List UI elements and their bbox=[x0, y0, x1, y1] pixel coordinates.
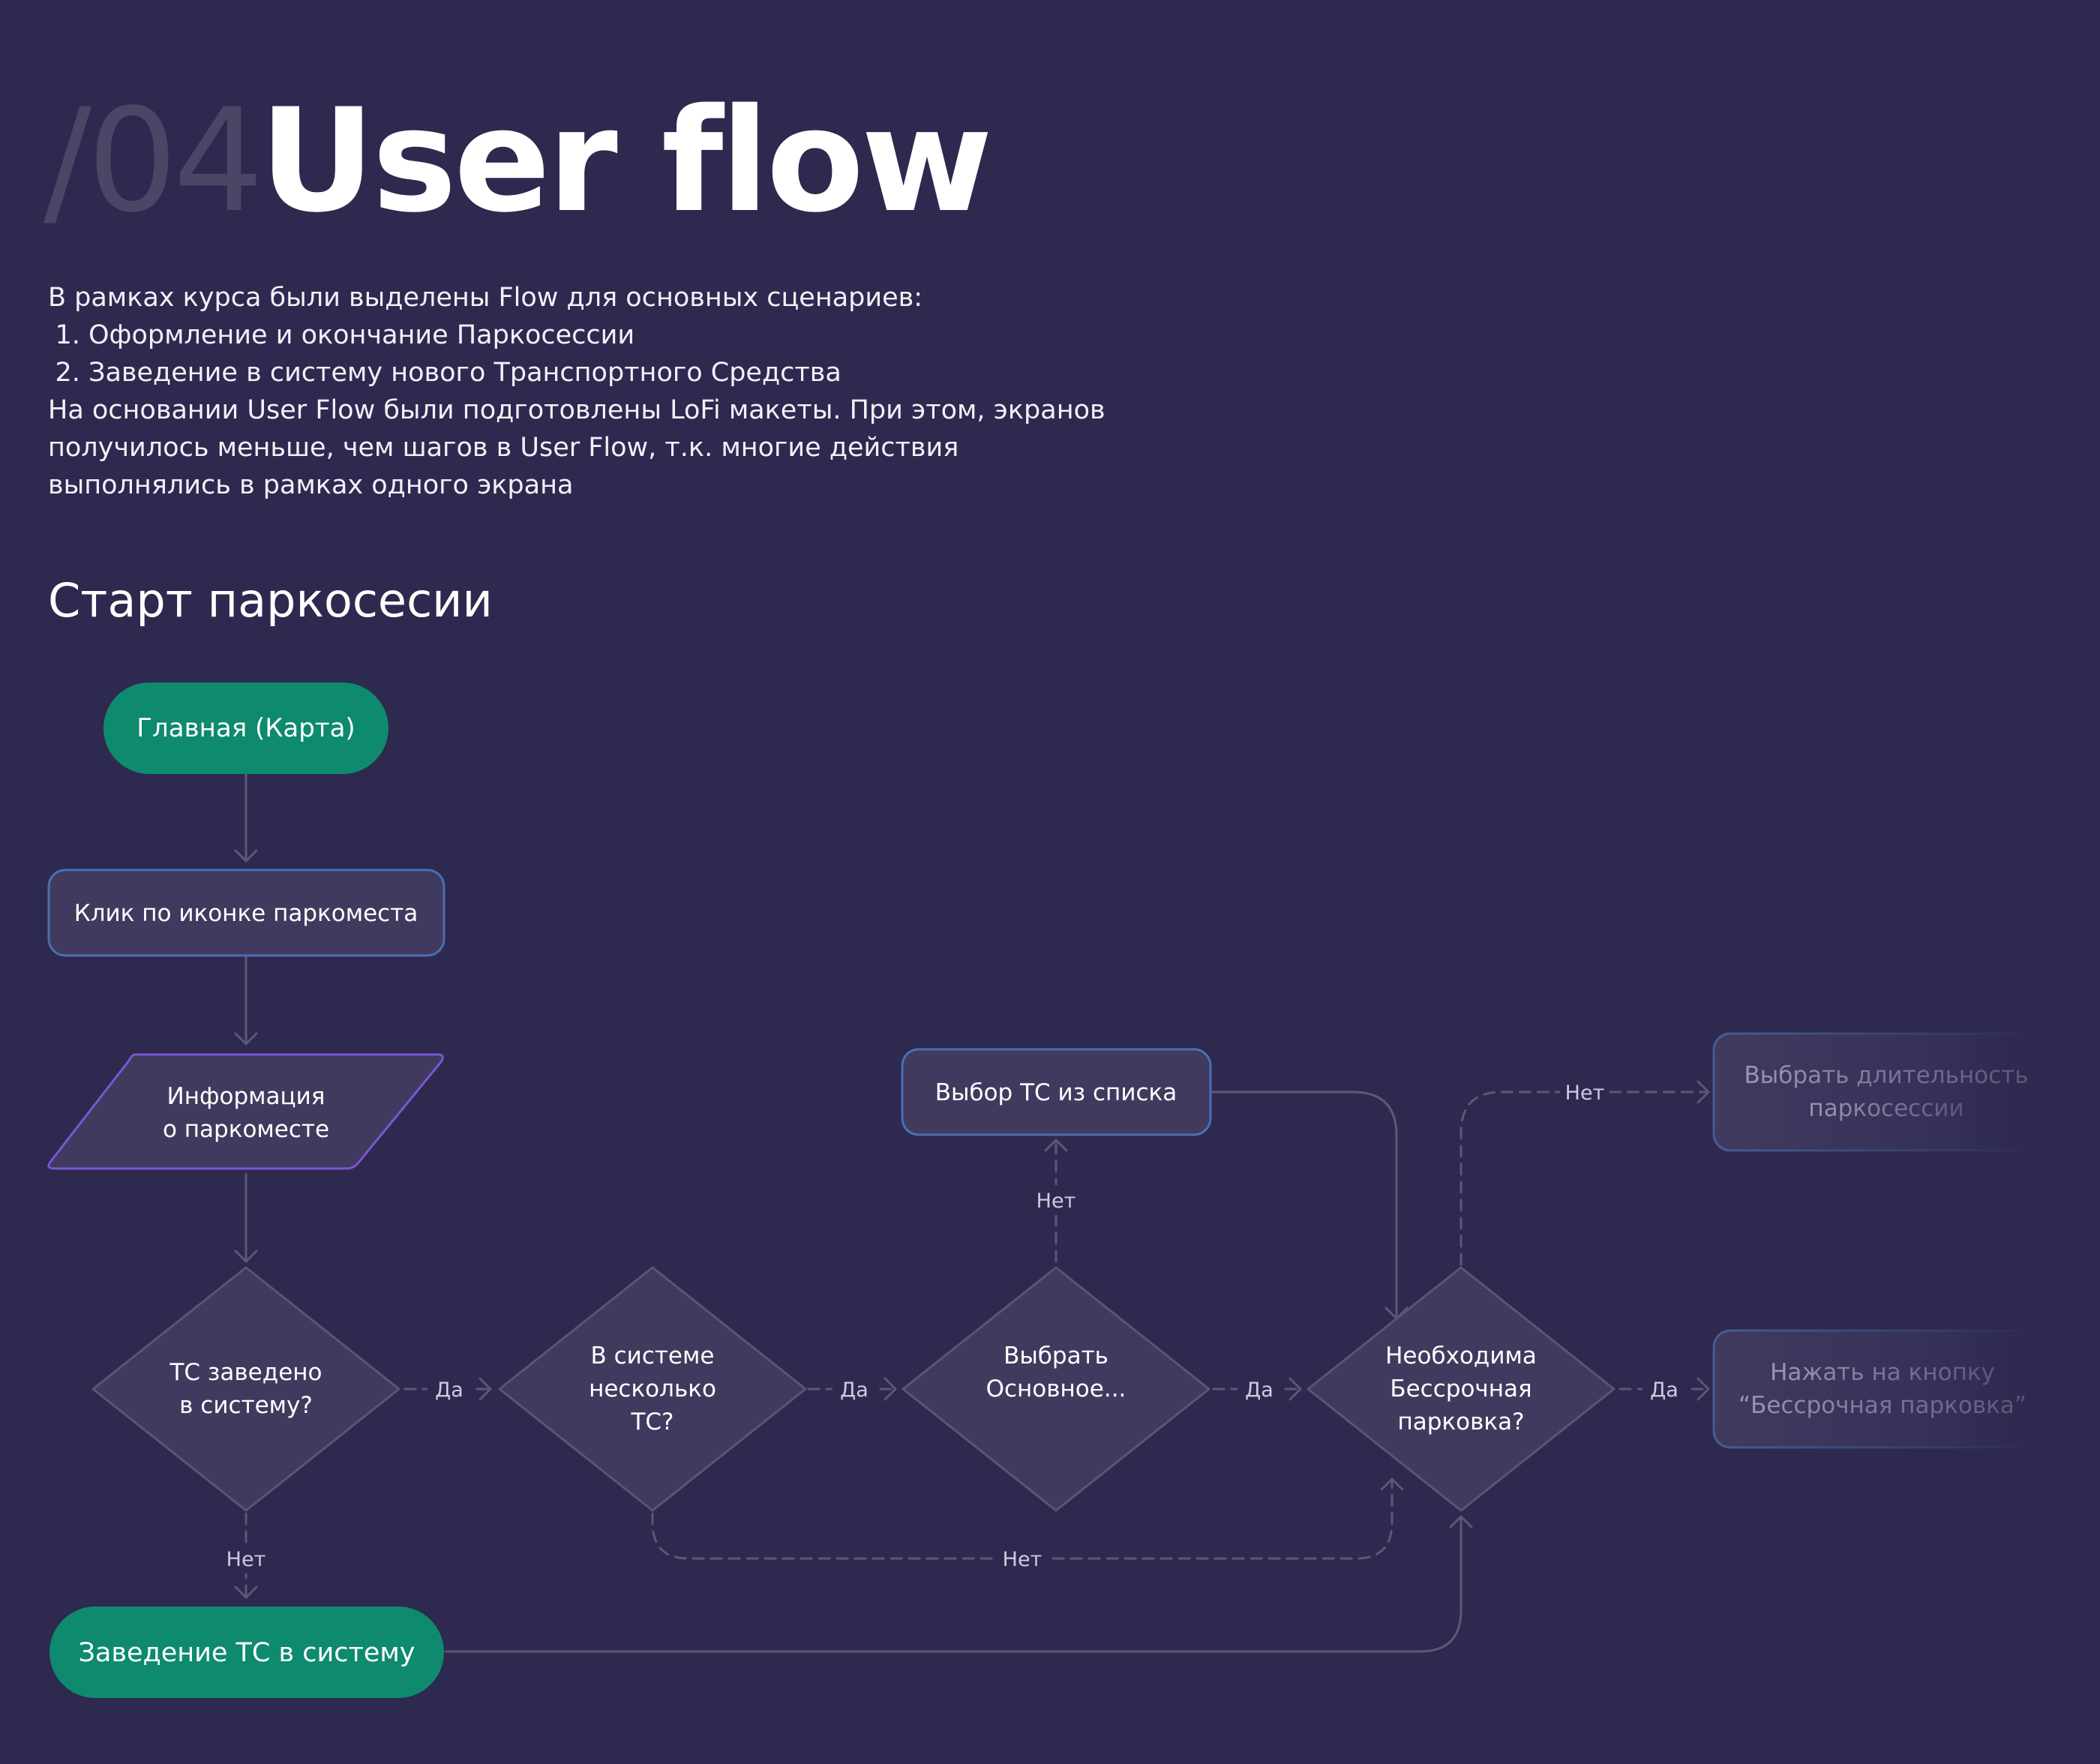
node-click-icon: Клик по иконке паркоместа bbox=[47, 868, 446, 957]
arrow-head bbox=[884, 1377, 897, 1401]
section-number: /04 bbox=[44, 78, 264, 244]
node-choose-main: Выбрать Основное... bbox=[902, 1266, 1210, 1512]
edge-label-no: Нет bbox=[1565, 1082, 1605, 1105]
arrow-head bbox=[1288, 1377, 1302, 1401]
node-choose-from-list: Выбор ТС из списка bbox=[901, 1048, 1212, 1136]
arrow-head bbox=[1044, 1138, 1068, 1152]
node-label: Главная (Карта) bbox=[136, 713, 355, 743]
intro-line: получилось меньше, чем шагов в User Flow… bbox=[48, 433, 959, 463]
edge-label-yes: Да bbox=[1650, 1378, 1678, 1402]
edge-label-no: Нет bbox=[1036, 1190, 1076, 1213]
node-label: “Бессрочная парковка” bbox=[1738, 1392, 2026, 1419]
edge-label-yes: Да bbox=[435, 1378, 464, 1402]
node-label: Бессрочная bbox=[1390, 1376, 1532, 1402]
edge-unlimited-no bbox=[1460, 1090, 1710, 1266]
page-title: User flow bbox=[259, 78, 993, 244]
scenario-item: Оформление и окончание Паркосессии bbox=[88, 316, 1173, 354]
node-label: несколько bbox=[589, 1376, 716, 1402]
node-parking-info: Информация о паркоместе bbox=[47, 1053, 444, 1170]
arrow-head bbox=[478, 1377, 492, 1401]
edge-label-yes: Да bbox=[1245, 1378, 1274, 1402]
scenario-item: Заведение в систему нового Транспортного… bbox=[88, 354, 1173, 392]
intro-lead: В рамках курса были выделены Flow для ос… bbox=[48, 283, 923, 313]
node-choose-duration: Выбрать длительность паркосессии bbox=[1712, 1032, 2049, 1152]
arrow-head bbox=[234, 1032, 258, 1046]
node-label: о паркоместе bbox=[163, 1116, 329, 1143]
edge-list-to-unlimited bbox=[1210, 1090, 1398, 1320]
page-heading: /04User flow bbox=[44, 90, 993, 232]
node-label: Информация bbox=[167, 1083, 326, 1110]
node-vehicle-registered: ТС заведено в систему? bbox=[92, 1266, 400, 1512]
intro-line: На основании User Flow были подготовлены… bbox=[48, 395, 1106, 425]
flow-title: Старт паркосесии bbox=[48, 573, 493, 628]
node-label: Выбрать длительность bbox=[1744, 1062, 2029, 1089]
node-main-map: Главная (Карта) bbox=[104, 682, 388, 774]
arrow-head bbox=[234, 1250, 258, 1263]
node-label: ТС заведено bbox=[170, 1359, 322, 1386]
edge-label-no: Нет bbox=[1003, 1548, 1042, 1571]
arrow-head bbox=[234, 1586, 258, 1599]
edge-register-to-unlimited bbox=[444, 1515, 1462, 1653]
node-need-unlimited: Необходима Бессрочная парковка? bbox=[1306, 1266, 1616, 1512]
node-label: Клик по иконке паркоместа bbox=[74, 900, 418, 927]
node-label: В системе bbox=[591, 1342, 715, 1370]
intro-line: выполнялись в рамках одного экрана bbox=[48, 470, 574, 500]
edge-label-no: Нет bbox=[226, 1548, 266, 1571]
arrow-head bbox=[1696, 1377, 1710, 1401]
node-label: парковка? bbox=[1397, 1408, 1524, 1436]
scenario-list: Оформление и окончание Паркосессии Завед… bbox=[48, 316, 1173, 392]
node-label: Необходима bbox=[1385, 1342, 1537, 1370]
intro-text: В рамках курса были выделены Flow для ос… bbox=[48, 279, 1173, 504]
node-label: Выбор ТС из списка bbox=[935, 1079, 1178, 1106]
node-label: Выбрать bbox=[1004, 1342, 1108, 1370]
arrow-head bbox=[1696, 1080, 1710, 1104]
arrow-head bbox=[1380, 1478, 1404, 1491]
node-label: Основное... bbox=[986, 1376, 1126, 1402]
edge-label-yes: Да bbox=[840, 1378, 868, 1402]
node-register-vehicle: Заведение ТС в систему bbox=[50, 1606, 444, 1698]
node-label: в систему? bbox=[179, 1392, 313, 1419]
arrow-head bbox=[234, 849, 258, 862]
node-several-vehicles: В системе несколько ТС? bbox=[498, 1266, 807, 1512]
arrow-head bbox=[1449, 1515, 1473, 1528]
node-label: Заведение ТС в систему bbox=[78, 1638, 415, 1668]
node-label: Нажать на кнопку bbox=[1770, 1359, 1995, 1386]
node-label: ТС? bbox=[630, 1408, 674, 1436]
node-label: паркосессии bbox=[1808, 1095, 1964, 1122]
node-press-unlimited: Нажать на кнопку “Бессрочная парковка” bbox=[1712, 1329, 2049, 1449]
